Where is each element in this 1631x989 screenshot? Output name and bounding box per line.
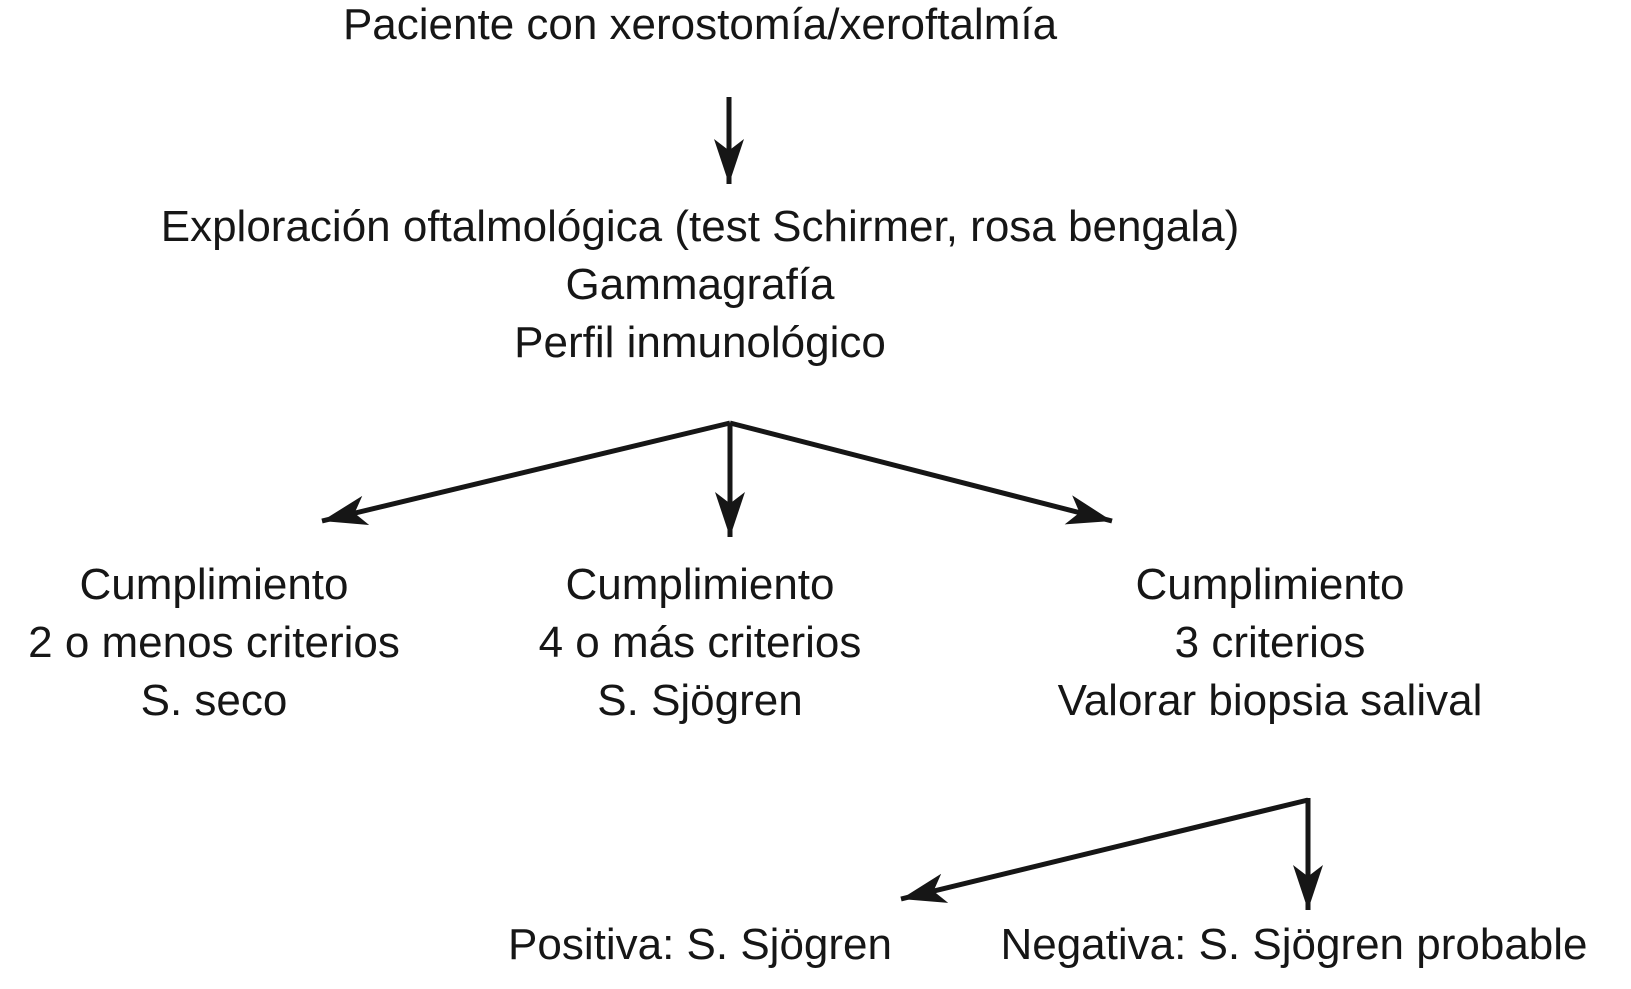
branch-center-line-2: 4 o más criterios xyxy=(538,618,862,667)
workup-line-immunology: Perfil inmunológico xyxy=(514,318,886,367)
workup-line-ophthalmology: Exploración oftalmológica (test Schirmer… xyxy=(160,202,1240,251)
branch-left-line-2: 2 o menos criterios xyxy=(28,618,400,667)
branch-center-line-3: S. Sjögren xyxy=(597,676,803,725)
branch-left-line-3: S. seco xyxy=(140,676,288,725)
branch-left-line-1: Cumplimiento xyxy=(79,560,349,609)
branch-right-line-3: Valorar biopsia salival xyxy=(1057,676,1483,725)
node-branch-dry-syndrome: Cumplimiento 2 o menos criterios S. seco xyxy=(4,556,424,730)
node-branch-sjogren: Cumplimiento 4 o más criterios S. Sjögre… xyxy=(480,556,920,730)
arrow-biopsy-to-positive-icon xyxy=(900,797,1309,903)
node-outcome-positive: Positiva: S. Sjögren xyxy=(508,920,892,969)
branch-right-line-1: Cumplimiento xyxy=(1135,560,1405,609)
node-workup: Exploración oftalmológica (test Schirmer… xyxy=(0,198,1400,372)
node-outcome-negative: Negativa: S. Sjögren probable xyxy=(1000,920,1588,969)
branch-center-line-1: Cumplimiento xyxy=(565,560,835,609)
workup-line-scintigraphy: Gammagrafía xyxy=(565,260,835,309)
arrow-workup-to-right-branch-icon xyxy=(729,420,1113,525)
node-patient: Paciente con xerostomía/xeroftalmía xyxy=(342,0,1058,49)
branch-right-line-2: 3 criterios xyxy=(1174,618,1366,667)
arrow-workup-to-left-branch-icon xyxy=(321,420,731,526)
node-branch-biopsy: Cumplimiento 3 criterios Valorar biopsia… xyxy=(1005,556,1535,730)
